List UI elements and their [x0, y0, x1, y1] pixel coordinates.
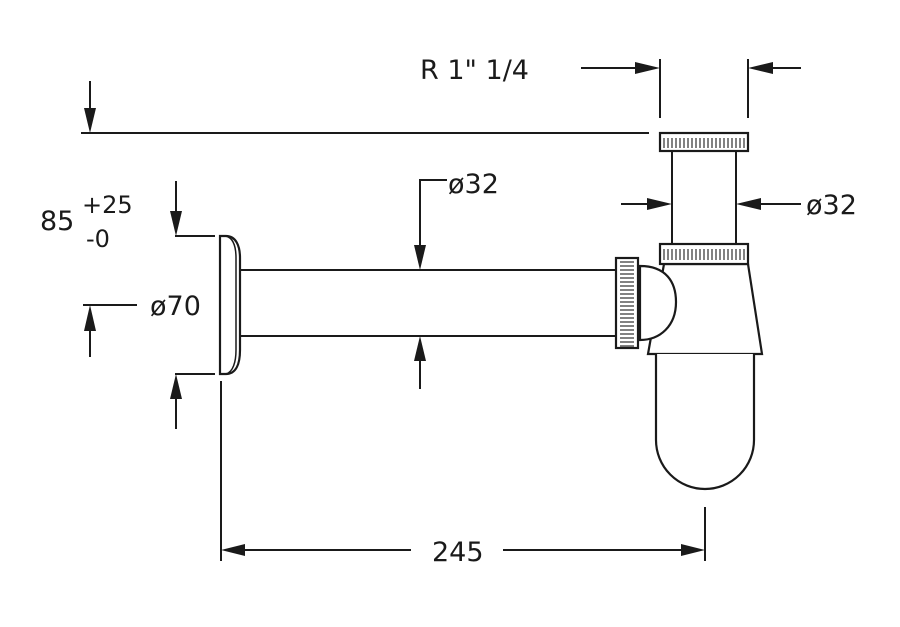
- height-reference: [81, 81, 649, 134]
- tailpiece-diameter-dimension: ø32: [621, 190, 857, 221]
- tailpiece-diameter-label: ø32: [806, 190, 857, 221]
- flange-diameter-dimension: ø70: [150, 181, 215, 429]
- pipe-diameter-label: ø32: [448, 169, 499, 200]
- thread-dimension: R 1" 1/4: [420, 55, 801, 118]
- thread-label: R 1" 1/4: [420, 55, 529, 86]
- pipe-diameter-dimension: ø32: [414, 169, 499, 389]
- height-tolerance-minus: -0: [86, 225, 110, 253]
- tailpiece: [671, 150, 737, 245]
- length-label: 245: [432, 537, 484, 568]
- height-dimension: 85 +25 -0: [40, 191, 137, 357]
- union-nut: [614, 256, 640, 350]
- height-tolerance-plus: +25: [82, 191, 133, 219]
- height-nominal-label: 85: [40, 206, 74, 237]
- top-nut: [658, 131, 750, 153]
- horizontal-pipe: [239, 264, 678, 342]
- length-dimension: 245: [220, 381, 706, 568]
- flange-diameter-label: ø70: [150, 291, 201, 322]
- bottle-trap: [646, 242, 764, 491]
- wall-flange: [218, 234, 242, 376]
